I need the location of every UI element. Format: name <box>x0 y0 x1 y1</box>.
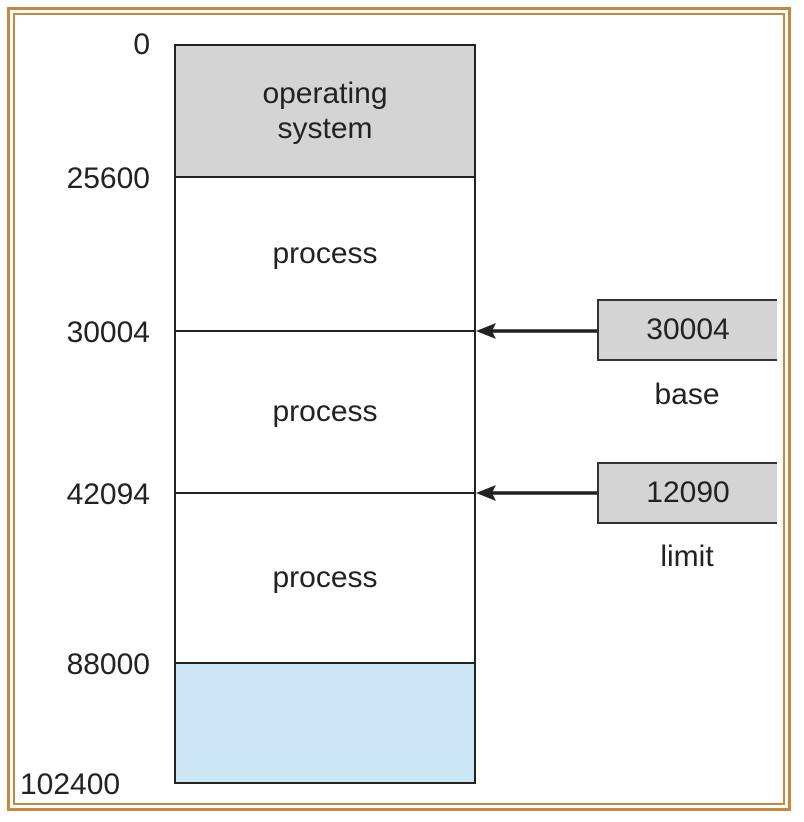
boundary-line-42094 <box>174 492 476 494</box>
address-label-30004: 30004 <box>66 316 150 349</box>
segment-process-2: process <box>176 331 474 493</box>
memory-column: operating system process process process <box>174 44 476 784</box>
base-register: 30004 <box>597 299 777 361</box>
segment-process-3: process <box>176 493 474 663</box>
limit-register-label: limit <box>660 540 714 573</box>
address-label-0: 0 <box>133 28 150 61</box>
address-label-88000: 88000 <box>66 648 150 681</box>
segment-process-1: process <box>176 177 474 331</box>
boundary-line-25600 <box>174 176 476 178</box>
boundary-line-88000 <box>174 662 476 664</box>
base-register-label: base <box>654 378 720 411</box>
address-label-42094: 42094 <box>66 478 150 511</box>
diagram-frame-outer <box>7 7 791 811</box>
diagram-frame-inner <box>13 13 785 805</box>
segment-operating-system: operating system <box>176 44 474 177</box>
address-label-25600: 25600 <box>66 162 150 195</box>
address-label-102400: 102400 <box>20 768 121 801</box>
boundary-line-30004 <box>174 330 476 332</box>
limit-register: 12090 <box>597 462 777 524</box>
segment-free-space <box>176 663 474 784</box>
